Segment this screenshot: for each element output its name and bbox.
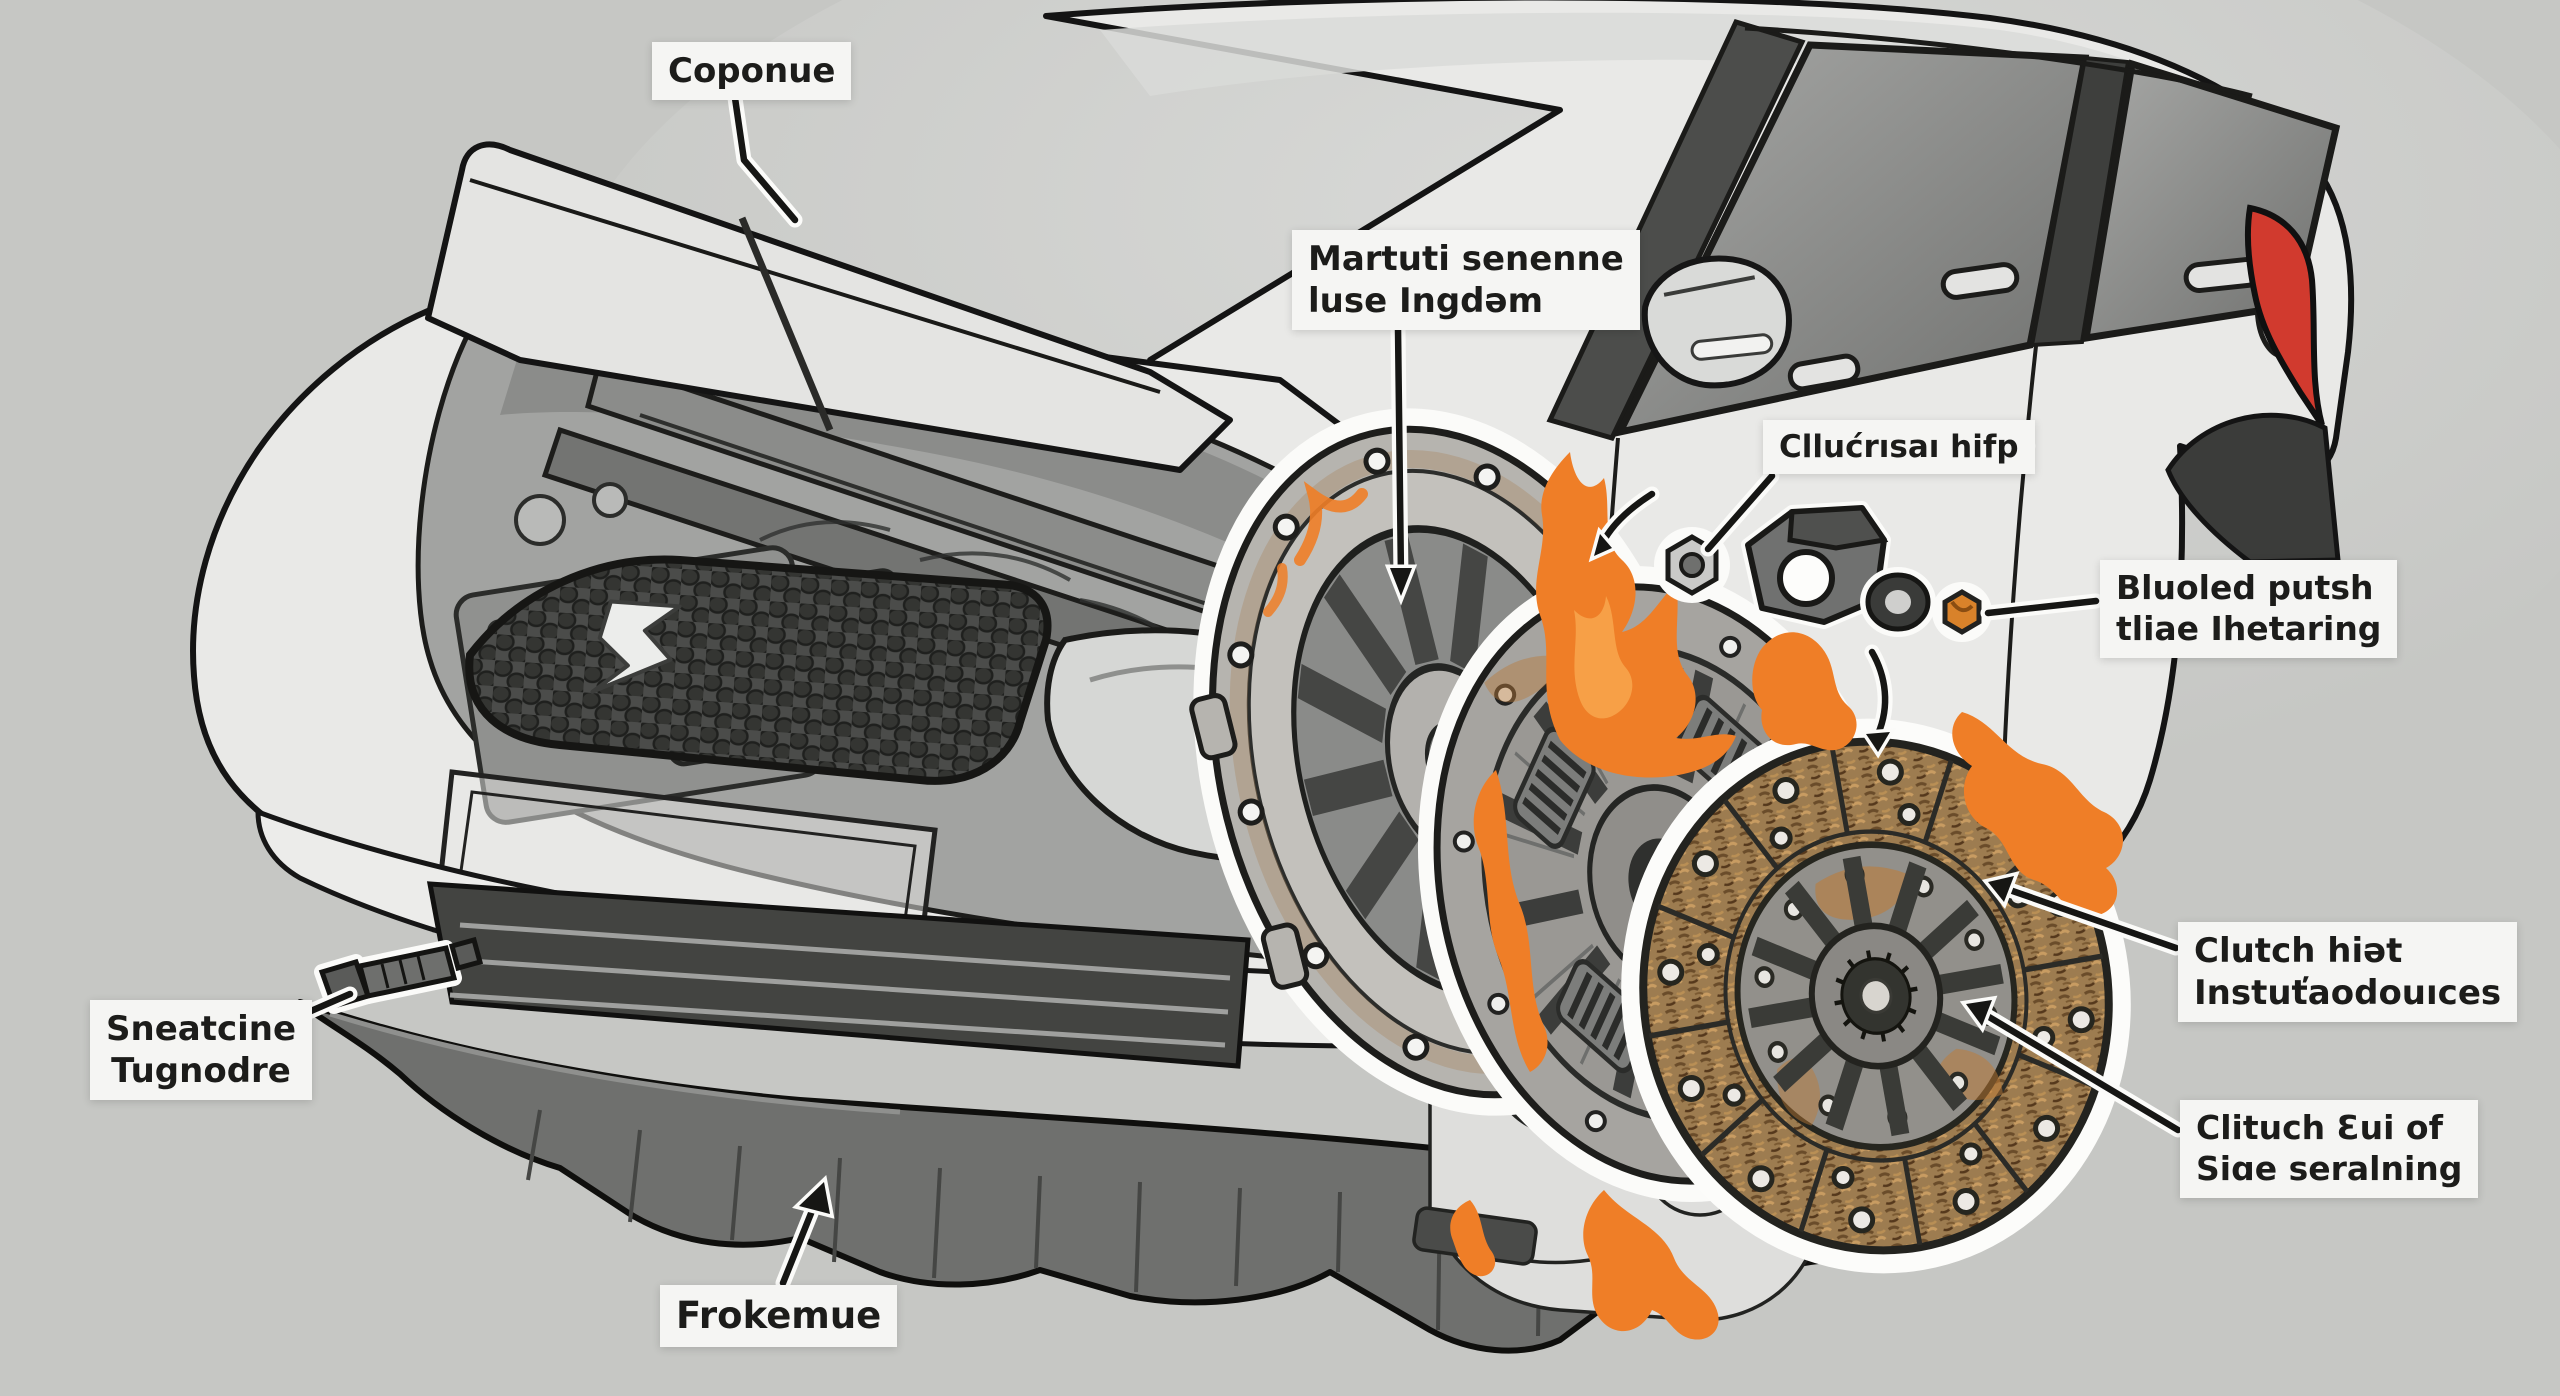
label-clutch-hiat-line2: Instuťaodouıces xyxy=(2194,973,2502,1014)
label-cituch: Clituch Ɛui of Siɑe seralning xyxy=(2180,1100,2479,1198)
leader-cituch xyxy=(1959,995,2186,1138)
door-handle xyxy=(1787,353,1861,392)
curved-arrow xyxy=(1859,644,1897,759)
label-bluoled-line1: Bluoled putsh xyxy=(2116,568,2374,607)
door-handle xyxy=(1940,262,2020,300)
label-clucrsa-text: Cllućrısaı hifp xyxy=(1779,429,2019,465)
label-sneatcine-line2: Tugnodre xyxy=(111,1051,291,1092)
orange-nut xyxy=(1932,582,1992,642)
engine-cap xyxy=(514,494,566,546)
label-sneatcine-line1: Sneatcine xyxy=(106,1009,297,1049)
leader-frokemue xyxy=(775,1174,835,1291)
front-grille xyxy=(465,555,1052,785)
label-cituch-line2: Siɑe seralning xyxy=(2196,1148,2463,1188)
label-martuti: Martuti senenne luse Ingdəm xyxy=(1292,230,1640,331)
rear-wheel-arch xyxy=(2165,412,2341,565)
curved-arrow xyxy=(1588,486,1660,563)
hood-support-rod xyxy=(738,216,834,432)
open-hood xyxy=(425,141,1233,473)
leader-bluoled xyxy=(1980,593,2104,621)
label-bluoled: Bluoled putsh tliae Ihetaring xyxy=(2100,560,2398,658)
label-coponue-text: Coponue xyxy=(668,51,836,91)
label-martuti-line2: luse Ingdəm xyxy=(1308,281,1544,322)
label-frokemue: Frokemue xyxy=(660,1285,898,1347)
label-clutch-hiat-line1: Clutch hiət xyxy=(2194,931,2403,971)
leader-lines xyxy=(264,90,2186,1291)
label-coponue: Coponue xyxy=(652,42,852,101)
pilot-bearing xyxy=(1860,567,1936,637)
label-frokemue-text: Frokemue xyxy=(676,1294,882,1337)
label-martuti-line1: Martuti senenne xyxy=(1308,239,1624,279)
leader-martuti xyxy=(1384,320,1418,606)
side-mirror xyxy=(1641,255,1792,389)
label-cituch-line1: Clituch Ɛui of xyxy=(2196,1108,2443,1147)
flames xyxy=(1263,452,2123,1340)
release-bearing xyxy=(1741,501,1891,629)
label-sneatcine: Sneatcine Tugnodre xyxy=(90,1000,313,1101)
label-clutch-hiat: Clutch hiət Instuťaodouıces xyxy=(2178,922,2518,1023)
label-clucrsa: Cllućrısaı hifp xyxy=(1763,420,2035,475)
suzuki-logo xyxy=(590,599,682,694)
leader-coponue xyxy=(727,90,803,228)
small-parts xyxy=(314,486,1992,1014)
leader-clutch-hiat xyxy=(1981,871,2184,956)
label-bluoled-line2: tliae Ihetaring xyxy=(2116,608,2382,648)
